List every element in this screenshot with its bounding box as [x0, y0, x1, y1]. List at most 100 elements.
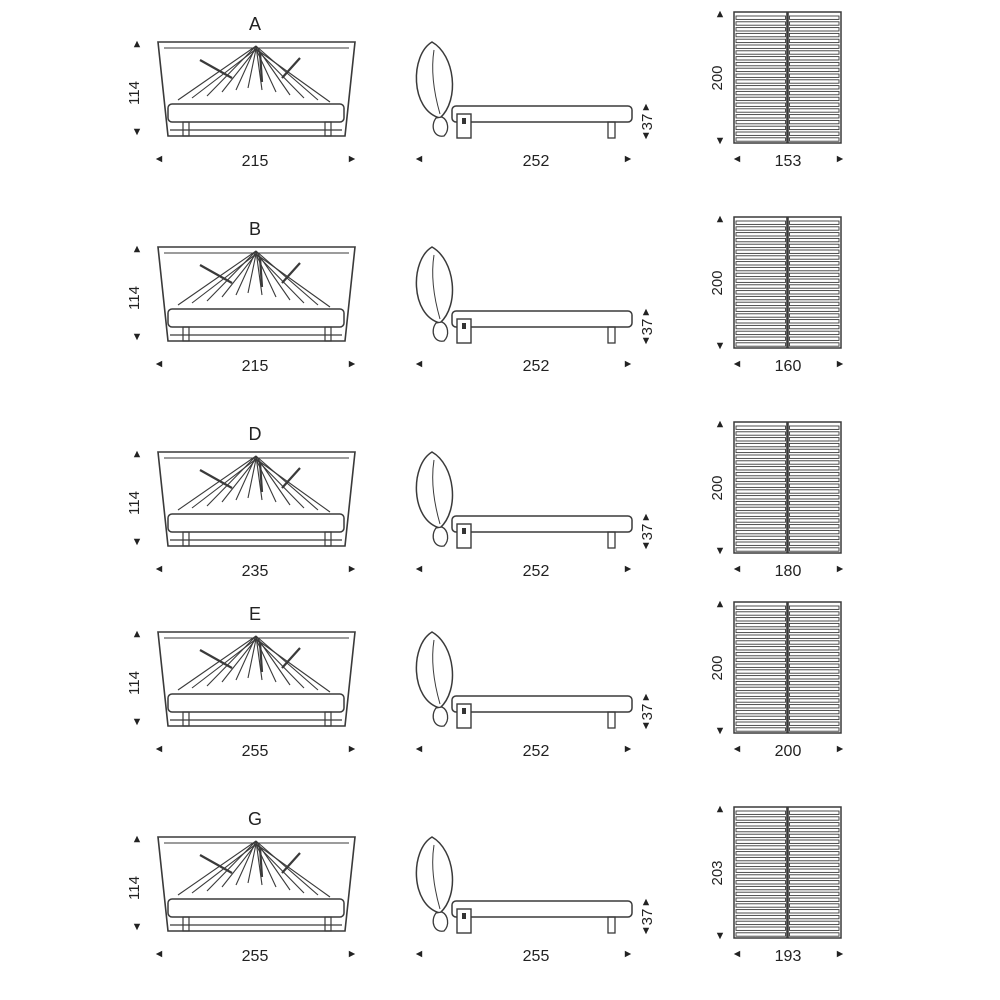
- bed-leg: [182, 711, 190, 727]
- slat: [735, 506, 786, 512]
- slat: [789, 810, 840, 815]
- slat: [735, 914, 786, 920]
- slat: [735, 622, 786, 628]
- pleat-shadow: [281, 467, 301, 489]
- dimension-arrow: [642, 722, 650, 730]
- slat: [789, 914, 840, 920]
- slat: [735, 845, 786, 850]
- pleat-line: [255, 635, 263, 681]
- slat: [789, 425, 840, 430]
- slat: [789, 448, 840, 454]
- slat: [735, 21, 786, 26]
- dimension-arrow: [415, 950, 423, 958]
- slat: [789, 833, 840, 839]
- dimension-arrow: [642, 542, 650, 550]
- bed-leg: [324, 916, 332, 932]
- slat: [789, 709, 840, 715]
- slat: [789, 266, 840, 272]
- slat: [735, 342, 786, 347]
- slat: [735, 833, 786, 839]
- slat: [789, 839, 840, 844]
- slat: [789, 885, 840, 891]
- slat: [735, 715, 786, 721]
- pleat-shadow: [199, 59, 233, 79]
- slat: [789, 680, 840, 686]
- headboard-lower-lobe: [432, 911, 449, 932]
- dimension-arrow: [733, 155, 741, 163]
- slat: [735, 56, 786, 61]
- dimension-arrow: [133, 128, 141, 136]
- slat: [789, 495, 840, 500]
- slat: [789, 319, 840, 324]
- slat: [789, 261, 840, 266]
- dimension-arrow: [415, 360, 423, 368]
- slat: [789, 646, 840, 651]
- slat: [735, 226, 786, 231]
- slat: [789, 15, 840, 20]
- dimension-arrow: [415, 155, 423, 163]
- headboard-bracket: [456, 703, 472, 729]
- side-mattress: [451, 310, 633, 328]
- slat: [735, 220, 786, 225]
- slat: [789, 611, 840, 616]
- slat: [735, 483, 786, 488]
- slat: [735, 663, 786, 668]
- slat: [789, 721, 840, 726]
- pleat-line: [247, 253, 257, 294]
- pleat-line: [255, 253, 305, 304]
- slat: [789, 102, 840, 107]
- bed-leg: [182, 531, 190, 547]
- slat: [735, 874, 786, 879]
- slat: [789, 856, 840, 862]
- slat: [789, 108, 840, 113]
- dimension-arrow: [133, 538, 141, 546]
- slat: [735, 32, 786, 38]
- slat: [735, 61, 786, 67]
- slat: [789, 21, 840, 26]
- dimension-arrow: [733, 950, 741, 958]
- slat: [789, 634, 840, 639]
- dimension-arrow: [155, 360, 163, 368]
- dimension-arrow: [642, 337, 650, 345]
- dimension-arrow: [642, 132, 650, 140]
- side-mattress: [451, 105, 633, 123]
- leaf-vein: [432, 254, 441, 320]
- slat: [735, 909, 786, 914]
- dimension-arrow: [716, 727, 724, 735]
- dimension-arrow: [133, 923, 141, 931]
- dimension-arrow: [624, 950, 632, 958]
- dimension-arrow: [716, 342, 724, 350]
- side-leg: [607, 326, 616, 344]
- headboard-leaf: [415, 631, 454, 709]
- dimension-arrow: [133, 333, 141, 341]
- slat: [789, 874, 840, 879]
- pleat-line: [206, 455, 257, 507]
- slat: [735, 891, 786, 897]
- slat: [735, 541, 786, 546]
- slat-width-label: 180: [775, 563, 802, 580]
- slat: [789, 79, 840, 84]
- slat: [735, 611, 786, 616]
- slat: [735, 125, 786, 131]
- mattress: [167, 898, 345, 918]
- slat: [789, 862, 840, 868]
- slat: [735, 524, 786, 529]
- pleat-line: [177, 840, 257, 896]
- bed-leg: [182, 916, 190, 932]
- slat-width-label: 193: [775, 948, 802, 965]
- headboard-bracket: [456, 113, 472, 139]
- dimension-arrow: [642, 513, 650, 521]
- side-leg: [607, 916, 616, 934]
- dimension-arrow: [348, 745, 356, 753]
- pleat-line: [247, 48, 257, 89]
- leaf-vein: [432, 844, 441, 910]
- slat: [735, 489, 786, 494]
- headboard-lower-lobe: [432, 526, 449, 547]
